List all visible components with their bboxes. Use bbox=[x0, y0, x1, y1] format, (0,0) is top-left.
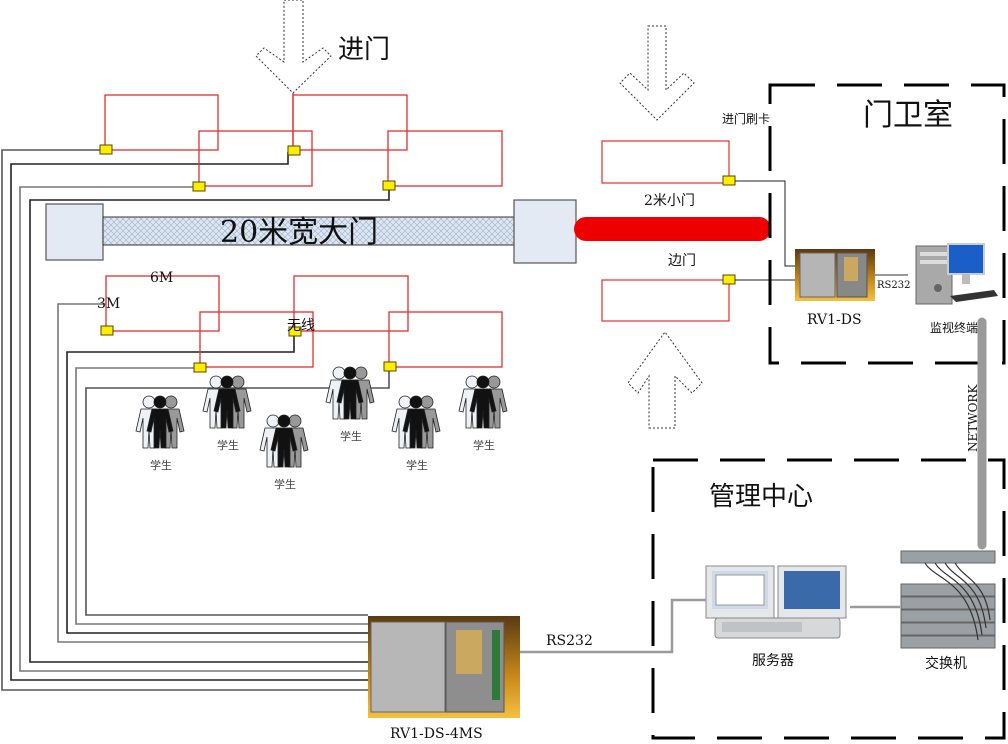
switch-icon bbox=[900, 550, 996, 649]
management-center-label: 管理中心 bbox=[709, 482, 813, 512]
side-gate-loop bbox=[601, 279, 730, 322]
student-group-icon bbox=[391, 395, 441, 449]
controller-main-icon bbox=[368, 616, 520, 718]
card-reader-icon bbox=[288, 326, 302, 337]
main-gate-left-post bbox=[45, 203, 104, 261]
entrance-label: 进门 bbox=[338, 35, 390, 65]
student-label: 学生 bbox=[406, 458, 428, 472]
wireless-label: 无线 bbox=[287, 318, 315, 334]
controller-main-label: RV1-DS-4MS bbox=[390, 726, 483, 742]
rs232-main-link bbox=[520, 598, 706, 654]
small-gate-loop bbox=[601, 140, 730, 184]
rs232-guard-label: RS232 bbox=[877, 280, 910, 291]
student-group-icon bbox=[325, 366, 375, 420]
student-label: 学生 bbox=[473, 438, 495, 452]
card-reader-icon bbox=[193, 362, 207, 373]
student-group-icon bbox=[259, 414, 309, 468]
controller-guard-icon bbox=[795, 249, 875, 301]
reader-group-top bbox=[99, 144, 396, 192]
card-reader-icon bbox=[192, 181, 206, 192]
small-gate-label: 2米小门 bbox=[644, 193, 695, 209]
guard-room-label: 门卫室 bbox=[863, 98, 953, 133]
student-group-icon bbox=[135, 395, 185, 449]
small-gate-arrow-top bbox=[619, 25, 695, 121]
card-reader-icon bbox=[99, 144, 113, 155]
server-icon bbox=[705, 565, 847, 639]
student-label: 学生 bbox=[217, 438, 239, 452]
loop-group-top bbox=[104, 93, 503, 187]
controller-guard-label: RV1-DS bbox=[807, 312, 862, 328]
card-reader-icon bbox=[100, 325, 114, 336]
reader-group-bottom bbox=[100, 325, 397, 373]
monitor-terminal-icon bbox=[915, 243, 998, 305]
server-label: 服务器 bbox=[752, 653, 794, 669]
card-reader-icon bbox=[287, 145, 301, 156]
guard-room-boundary bbox=[768, 83, 1006, 365]
switch-label: 交换机 bbox=[925, 655, 967, 672]
student-label: 学生 bbox=[150, 458, 172, 472]
monitor-terminal-label: 监视终端 bbox=[930, 320, 978, 335]
card-reader-icon bbox=[382, 180, 396, 191]
management-center-boundary bbox=[651, 458, 1006, 740]
rs232-main-label: RS232 bbox=[546, 633, 593, 649]
main-gate-right-post bbox=[513, 199, 577, 264]
side-gate-label: 边门 bbox=[668, 253, 696, 269]
distance-6m-label: 6M bbox=[150, 270, 173, 286]
student-label: 学生 bbox=[340, 429, 362, 443]
student-label: 学生 bbox=[274, 477, 296, 491]
student-group-icon bbox=[202, 375, 252, 429]
card-reader-icon bbox=[722, 175, 736, 186]
entry-swipe-label: 进门刷卡 bbox=[722, 111, 770, 126]
small-gate-arrow-bottom bbox=[627, 331, 703, 429]
loop-group-bottom bbox=[105, 275, 503, 368]
network-label: NETWORK bbox=[966, 384, 980, 452]
card-reader-icon bbox=[722, 274, 736, 285]
student-group-icon bbox=[458, 375, 508, 429]
distance-3m-label: 3M bbox=[97, 296, 120, 312]
entrance-arrow bbox=[255, 0, 332, 94]
barrier-arm bbox=[574, 217, 771, 241]
small-gate-cable bbox=[735, 180, 796, 267]
card-reader-icon bbox=[383, 361, 397, 372]
main-gate-label: 20米宽大门 bbox=[220, 215, 378, 250]
cable-bundle bbox=[1, 149, 390, 691]
